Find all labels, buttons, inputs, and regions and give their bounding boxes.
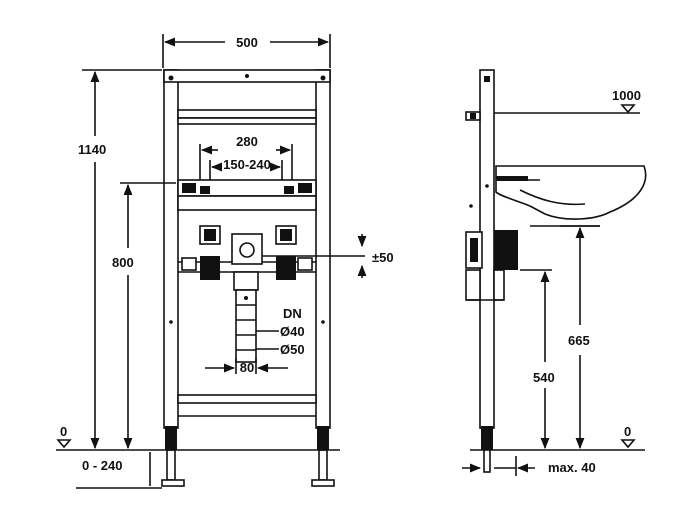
side-view: 1000 665	[462, 69, 647, 476]
pipe-height-label: 540	[533, 370, 555, 385]
side-floor-level: 0	[470, 424, 645, 473]
supply-fittings	[181, 225, 313, 280]
spacing-280-dimension: 280	[199, 134, 293, 185]
max-depth-label: max. 40	[548, 460, 596, 475]
offset-dimension: ±50	[262, 234, 394, 278]
dn-labels: DN Ø40 Ø50	[256, 306, 305, 357]
total-height-dimension: 1140	[78, 69, 162, 450]
total-height-label: 1140	[78, 142, 106, 157]
wash-basin	[495, 165, 647, 227]
side-fitting	[465, 230, 518, 301]
dn40-label: Ø40	[280, 324, 305, 339]
mid-height-label: 800	[112, 255, 134, 270]
width-dimension: 500	[162, 34, 331, 68]
bottom-spacing-label: 80	[240, 360, 254, 375]
spacing-280-label: 280	[236, 134, 258, 149]
drain-pipe	[233, 271, 259, 363]
side-zero-label: 0	[624, 424, 631, 439]
front-view: 500 280	[56, 34, 394, 489]
mid-height-dimension: 800	[112, 182, 176, 450]
pipe-height-dimension: 540	[520, 269, 555, 450]
top-height-label: 1000	[612, 88, 641, 103]
dn-label: DN	[283, 306, 302, 321]
basin-height-dimension: 665	[560, 225, 600, 450]
dn50-label: Ø50	[280, 342, 305, 357]
offset-label: ±50	[372, 250, 394, 265]
frame	[163, 69, 331, 429]
basin-height-label: 665	[568, 333, 590, 348]
top-level-dimension: 1000	[494, 88, 641, 114]
width-label: 500	[236, 35, 258, 50]
mounting-bracket	[177, 179, 317, 211]
spacing-range-label: 150-240	[223, 157, 271, 172]
max-depth-dimension: max. 40	[462, 456, 596, 476]
bottom-spacing-dimension: 80	[205, 358, 288, 375]
floor-level: 0 0 - 240	[56, 424, 340, 489]
front-zero-label: 0	[60, 424, 67, 439]
frame-feet	[161, 426, 335, 487]
floor-range-label: 0 - 240	[82, 458, 122, 473]
